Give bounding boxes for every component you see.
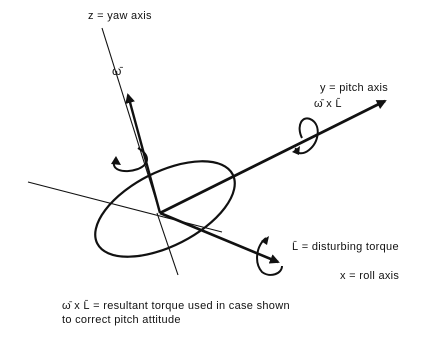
yaw-rotation-arrowhead (111, 156, 121, 165)
spacecraft-body-ellipse (94, 160, 236, 258)
yaw-rotation-arc (113, 147, 148, 173)
roll-axis-label: x = roll axis (340, 270, 400, 282)
caption-line-2: to correct pitch attitude (62, 314, 181, 326)
pitch-axis-label: y = pitch axis (320, 82, 389, 94)
omega-cross-l-label: ω̄ x L̄ (314, 98, 342, 110)
yaw-axis-line (101, 27, 161, 214)
horizontal-reference-line (27, 181, 223, 233)
caption-line-1: ω̄ x L̄ = resultant torque used in case … (62, 300, 290, 312)
roll-axis-line (159, 211, 280, 264)
omega-label: ω̄ (112, 64, 122, 78)
pitch-axis-line (159, 99, 387, 215)
roll-rotation-arc (256, 237, 283, 276)
roll-rotation-arrowhead (261, 236, 269, 245)
yaw-axis-label: z = yaw axis (88, 10, 152, 22)
vertical-reference-line (156, 212, 179, 276)
disturbing-torque-label: L̄ = disturbing torque (292, 241, 399, 253)
pitch-rotation-arrowhead (292, 146, 300, 155)
caption-note: ω̄ x L̄ = resultant torque used in case … (62, 299, 382, 327)
pitch-rotation-arc (294, 117, 319, 155)
